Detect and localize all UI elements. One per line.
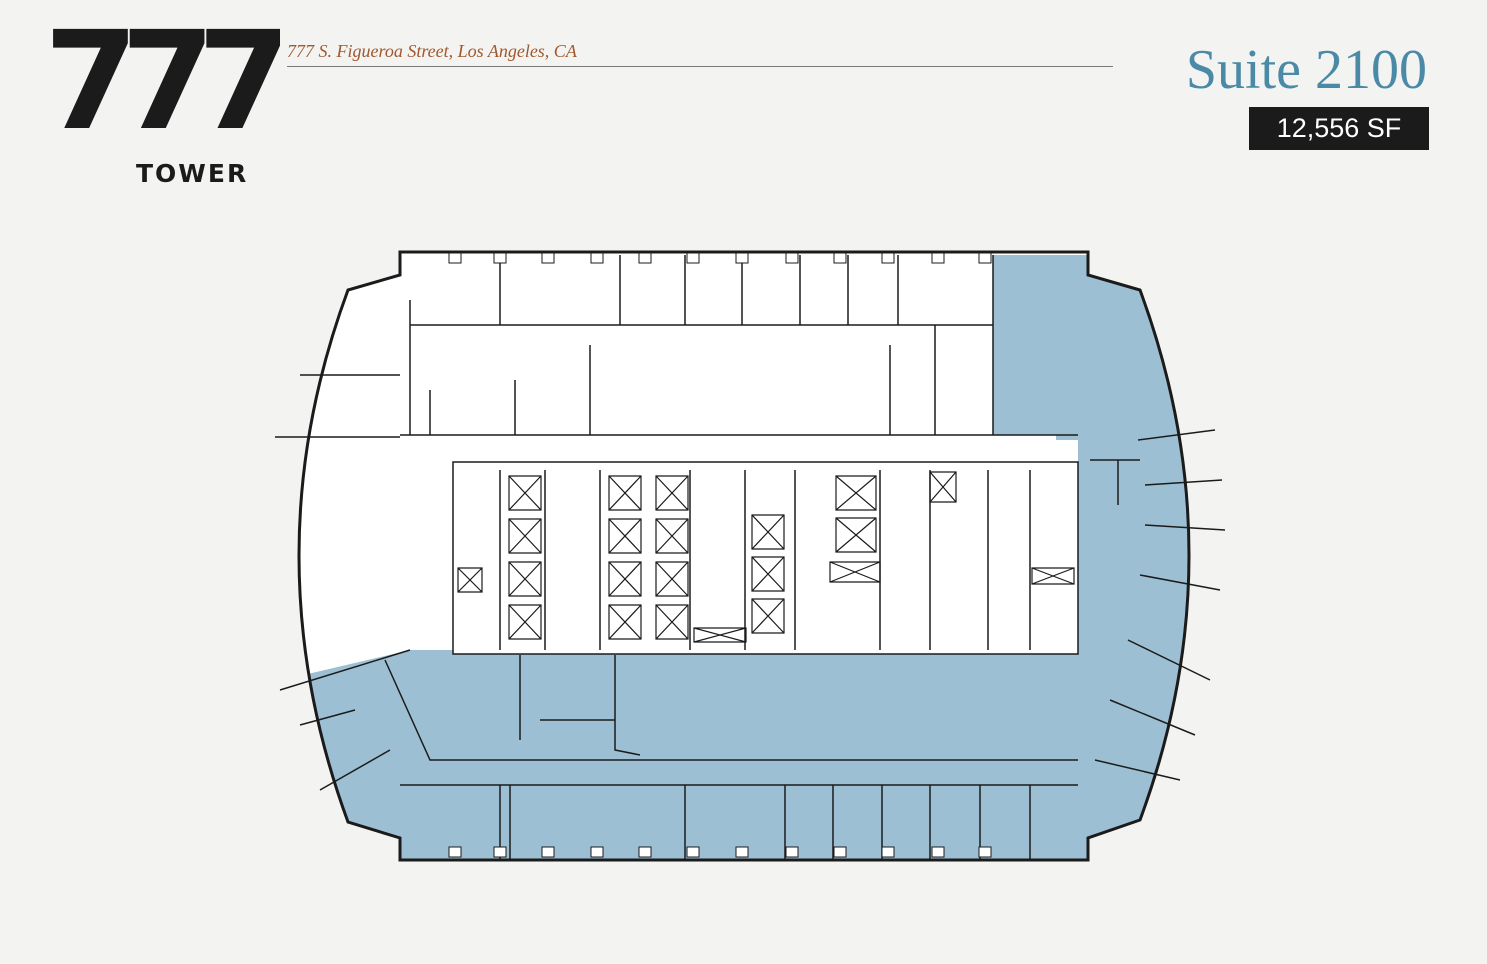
window-mullion [493, 846, 507, 858]
window-mullion [931, 252, 945, 264]
elevator-shaft [655, 604, 689, 640]
window-mullion [448, 252, 462, 264]
elevator-shaft [751, 556, 785, 592]
elevator-shaft [508, 518, 542, 554]
window-mullion [931, 846, 945, 858]
elevator-shaft [608, 518, 642, 554]
logo-777: 777 [44, 14, 280, 150]
elevator-shaft [508, 561, 542, 597]
elevator-shaft [1031, 567, 1075, 585]
window-mullion [978, 846, 992, 858]
window-mullion [978, 252, 992, 264]
address: 777 S. Figueroa Street, Los Angeles, CA [287, 41, 577, 61]
elevator-shaft [608, 475, 642, 511]
elevator-shaft [508, 604, 542, 640]
window-mullion [833, 252, 847, 264]
window-mullion [541, 252, 555, 264]
logo-tower: TOWER [136, 159, 249, 188]
window-mullion [448, 846, 462, 858]
elevator-shaft [608, 604, 642, 640]
elevator-shafts [457, 471, 1075, 643]
suite-area [299, 255, 1189, 860]
window-mullion [541, 846, 555, 858]
elevator-shaft [655, 518, 689, 554]
elevator-shaft [608, 561, 642, 597]
elevator-shaft [655, 561, 689, 597]
window-mullion [590, 846, 604, 858]
window-mullion [735, 846, 749, 858]
window-mullion [881, 252, 895, 264]
elevator-shaft [829, 561, 881, 583]
building-core [453, 462, 1078, 654]
window-mullion [638, 846, 652, 858]
window-mullion [785, 846, 799, 858]
elevator-shaft [655, 475, 689, 511]
window-mullion [493, 252, 507, 264]
window-mullion [735, 252, 749, 264]
elevator-shaft [457, 567, 483, 593]
interior-walls [275, 255, 1226, 860]
window-mullion [881, 846, 895, 858]
divider [287, 66, 1113, 67]
elevator-shaft [693, 627, 747, 643]
core-corridor [476, 435, 1056, 463]
elevator-shaft [508, 475, 542, 511]
suite-title: Suite 2100 [1185, 39, 1427, 101]
window-mullion [833, 846, 847, 858]
elevator-shaft [835, 517, 877, 553]
building-outline [297, 250, 1191, 862]
elevator-shaft [751, 598, 785, 634]
window-mullion [785, 252, 799, 264]
window-mullion [638, 252, 652, 264]
window-mullion [590, 252, 604, 264]
window-mullions [448, 252, 992, 858]
elevator-shaft [835, 475, 877, 511]
suite-area-badge: 12,556 SF [1249, 107, 1429, 150]
window-mullion [686, 846, 700, 858]
elevator-shaft [751, 514, 785, 550]
window-mullion [686, 252, 700, 264]
elevator-shaft [929, 471, 957, 503]
